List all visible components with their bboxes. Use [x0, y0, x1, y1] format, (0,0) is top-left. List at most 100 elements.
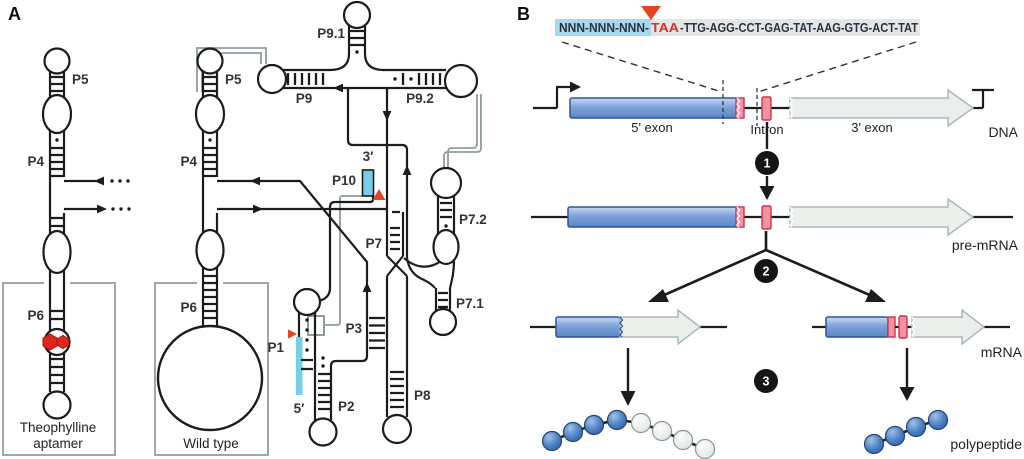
strand-line	[217, 179, 369, 420]
connector-p92-p72-outer	[443, 94, 482, 170]
base-pair-rungs	[390, 370, 404, 409]
theophylline-ligand-icon	[42, 333, 58, 351]
p6-label: P6	[180, 300, 197, 315]
amino-acid-bead-blue	[905, 416, 927, 438]
base-pair-rungs	[301, 358, 330, 411]
zigzag-edge	[788, 97, 794, 119]
p72-label: P7.2	[459, 212, 487, 227]
exon3-arrow	[789, 88, 975, 128]
strand-to-p1	[318, 196, 375, 303]
p6-open-loop	[156, 324, 264, 432]
p2-label: P2	[338, 399, 355, 414]
zigzag-edge	[788, 206, 794, 228]
box-edge-gap	[44, 280, 70, 287]
pre-mrna-row: pre-mRNA	[531, 197, 1019, 253]
peptide-backbone	[873, 418, 939, 446]
noncanonical-dot	[444, 224, 448, 228]
p5-label: P5	[72, 72, 89, 87]
step-arrow-lines	[626, 348, 909, 392]
dna-label: DNA	[988, 124, 1018, 140]
spliced-exon5-box	[555, 316, 621, 338]
base-pair-rungs	[390, 226, 400, 251]
step-2-number: 2	[763, 265, 770, 279]
noncanonical-dots	[305, 318, 325, 368]
p6-loop	[42, 390, 72, 420]
strand-stubs	[64, 179, 97, 211]
connector-p5-p9-outer	[196, 47, 267, 92]
p3-label: P3	[345, 321, 362, 336]
dna-line-and-promoter-terminator	[533, 85, 994, 110]
aptamer-caption-line1: Theophylline	[20, 420, 97, 435]
polypeptide-long	[541, 409, 716, 459]
p7-label: P7	[365, 236, 382, 251]
base-pair-rungs	[369, 316, 385, 350]
amino-acid-bead-blue	[863, 433, 885, 455]
step-3-number: 3	[763, 375, 770, 389]
base-pair-rungs	[204, 75, 216, 320]
p71-stem	[434, 288, 452, 311]
wild-type-caption: Wild type	[183, 436, 239, 451]
strand-arrow-left	[333, 83, 343, 93]
bulge	[42, 229, 72, 275]
theophylline-ligand-icon	[56, 334, 70, 350]
p9-junction-strands	[282, 14, 448, 90]
sequence-rest-text: -TTG-AGG-CCT-GAG-TAT-AAG-GTG-ACT-TAT	[680, 21, 918, 35]
unspliced-exon3-arrow	[911, 308, 986, 346]
zoom-dashed-lines	[561, 41, 917, 93]
p91-label: P9.1	[317, 26, 345, 41]
retained-intron-box	[898, 315, 908, 339]
splice-junction-zigzag	[619, 316, 624, 338]
helix-crossing	[386, 255, 442, 289]
strand-arrow-up	[362, 282, 372, 292]
intron-5ss-segment	[735, 97, 745, 119]
strand-arrow-right	[97, 204, 107, 214]
bulge	[432, 228, 460, 266]
promoter-arrow	[570, 81, 581, 93]
step-arrowhead	[759, 186, 775, 200]
strand-arrow-up	[402, 165, 412, 175]
sequence-stop-codon: TAA	[651, 21, 679, 35]
p9-label: P9	[296, 91, 313, 106]
p4-label: P4	[180, 154, 197, 169]
amino-acid-bead-blue	[927, 409, 949, 431]
zigzag-edge	[911, 316, 916, 338]
connector-p10-p1	[324, 195, 362, 326]
sequence-highlight	[555, 19, 651, 36]
noncanonical-dot	[355, 50, 359, 54]
p5-label: P5	[225, 72, 242, 87]
connector-p92-p72-inner	[447, 94, 478, 168]
p7-stem	[385, 205, 405, 256]
strand-arrow-left	[94, 176, 104, 186]
amino-acid-bead-gray	[672, 429, 694, 451]
amino-acid-bead-blue	[583, 414, 605, 436]
noncanonical-dot	[409, 77, 413, 81]
bulge	[41, 93, 73, 135]
step-arrowhead-left	[648, 289, 669, 302]
exon5-box	[569, 97, 738, 119]
p8-label: P8	[414, 388, 431, 403]
exon5-box	[567, 206, 738, 228]
zigzag-edge	[736, 206, 741, 228]
strand-arrow-down	[382, 111, 392, 121]
polypeptide-short	[863, 409, 949, 455]
p4-label: P4	[27, 154, 44, 169]
mrna-row: mRNA	[530, 308, 1023, 360]
three-prime-label: 3′	[363, 149, 374, 164]
p2-loop	[308, 417, 338, 447]
five-prime-end-marker	[296, 337, 303, 395]
base-pair-rungs	[440, 201, 452, 219]
exon5-label: 5' exon	[631, 120, 673, 135]
amino-acid-bead-blue	[541, 430, 563, 452]
step-3-badge	[754, 369, 778, 393]
pre-mrna-label: pre-mRNA	[952, 237, 1019, 253]
zigzag-edge	[736, 97, 741, 119]
bulge	[195, 228, 225, 272]
step-2-badge	[754, 259, 778, 283]
intron-box	[761, 96, 772, 121]
p92-label: P9.2	[406, 91, 434, 106]
step-3: 3	[620, 348, 915, 406]
p71-loop	[428, 307, 458, 337]
step-arrowhead-right	[899, 387, 915, 401]
